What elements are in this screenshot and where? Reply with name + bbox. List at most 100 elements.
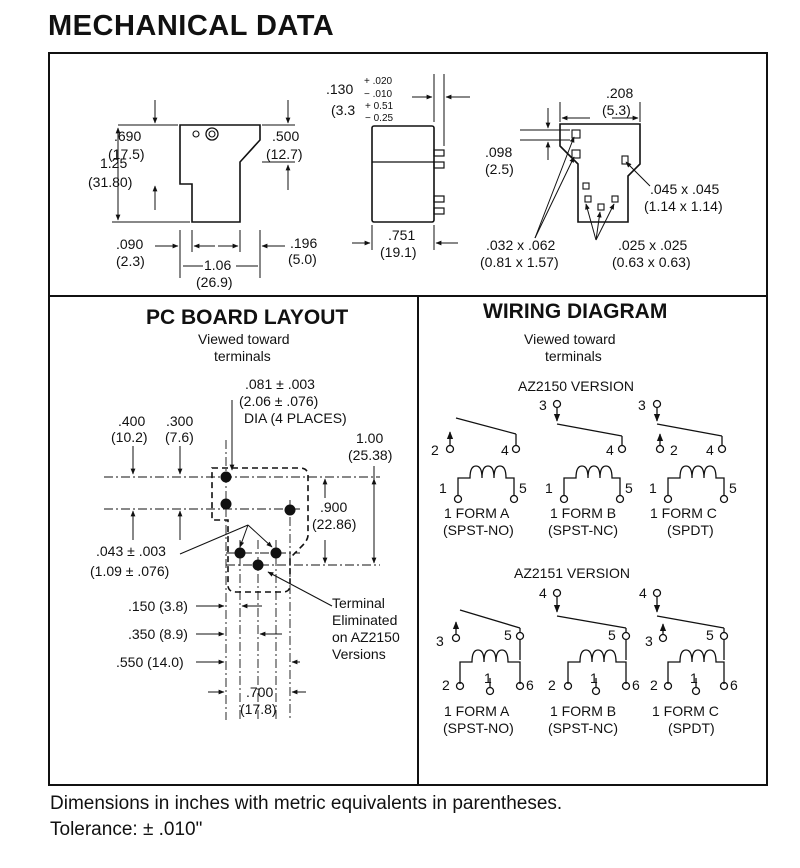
pcb-note-4: Versions — [332, 646, 386, 662]
svg-text:1 FORM C: 1 FORM C — [650, 505, 717, 521]
dim-900-in: .900 — [320, 499, 347, 515]
az2150-label: AZ2150 VERSION — [518, 378, 634, 394]
wiring-viewed-1: Viewed toward — [524, 331, 616, 347]
section-dividers — [48, 295, 768, 786]
dim-032-mm: (0.81 x 1.57) — [480, 254, 559, 270]
svg-text:1: 1 — [690, 670, 698, 686]
svg-text:1: 1 — [484, 670, 492, 686]
footprint-dashed — [211, 467, 309, 593]
footprint-outline — [559, 123, 641, 223]
dim-690-in: .690 — [114, 128, 141, 144]
dim-690-mm: (17.5) — [108, 146, 145, 162]
svg-text:4: 4 — [539, 585, 547, 601]
dim-196-mm: (5.0) — [288, 251, 317, 267]
footer-tolerance-note: Tolerance: ± .010" — [50, 819, 203, 840]
svg-text:1: 1 — [439, 480, 447, 496]
svg-text:1 FORM A: 1 FORM A — [444, 505, 510, 521]
svg-text:(SPDT): (SPDT) — [667, 522, 714, 538]
svg-text:3: 3 — [436, 633, 444, 649]
dim-025-mm: (0.63 x 0.63) — [612, 254, 691, 270]
az2150-form-c — [652, 399, 729, 504]
side-view: .130 + .020 − .010 (3.3 + 0.51 − 0.25 .7… — [326, 74, 470, 260]
dim-300-in: .300 — [166, 413, 193, 429]
svg-text:1 FORM B: 1 FORM B — [550, 703, 616, 719]
wiring-viewed-2: terminals — [545, 348, 602, 364]
footer-dimensions-note: Dimensions in inches with metric equival… — [50, 793, 563, 814]
svg-text:2: 2 — [442, 677, 450, 693]
svg-text:6: 6 — [632, 677, 640, 693]
relay-body — [371, 125, 435, 223]
dim-208-in: .208 — [606, 85, 633, 101]
pcb-viewed-1: Viewed toward — [198, 331, 290, 347]
dim-550: .550 (14.0) — [116, 654, 184, 670]
wiring-title: WIRING DIAGRAM — [483, 300, 667, 323]
az2151-label: AZ2151 VERSION — [514, 565, 630, 581]
svg-text:1: 1 — [590, 670, 598, 686]
dim-350: .350 (8.9) — [128, 626, 188, 642]
svg-text:3: 3 — [638, 397, 646, 413]
dim-045-mm: (1.14 x 1.14) — [644, 198, 723, 214]
dim-130-mm-plus: + 0.51 — [365, 101, 394, 112]
dim-196-in: .196 — [290, 235, 317, 251]
pcb-dia-3: DIA (4 PLACES) — [244, 410, 347, 426]
dim-130-tol-minus: − .010 — [364, 89, 393, 100]
diagram-frame — [48, 52, 768, 786]
svg-text:1 FORM A: 1 FORM A — [444, 703, 510, 719]
dim-400-mm: (10.2) — [111, 429, 148, 445]
svg-text:(SPST-NC): (SPST-NC) — [548, 522, 618, 538]
dim-106-in: 1.06 — [204, 257, 231, 273]
az2151-form-a — [451, 609, 525, 696]
pcb-viewed-2: terminals — [214, 348, 271, 364]
svg-text:3: 3 — [539, 397, 547, 413]
dim-098-mm: (2.5) — [485, 161, 514, 177]
pcb-holes — [220, 471, 296, 571]
dim-300-mm: (7.6) — [165, 429, 194, 445]
dim-400-in: .400 — [118, 413, 145, 429]
bottom-view: .208 (5.3) .098 (2.5) .045 x .045 (1.14 … — [480, 85, 723, 270]
dim-208-mm: (5.3) — [602, 102, 631, 118]
top-view: .690 (17.5) 1.25 (31.80) .500 (12.7) .09… — [88, 100, 317, 290]
pcb-note-3: on AZ2150 — [332, 629, 400, 645]
svg-text:5: 5 — [608, 627, 616, 643]
relay-outline — [179, 124, 261, 223]
dim-100-in: 1.00 — [356, 430, 383, 446]
svg-text:5: 5 — [625, 480, 633, 496]
pcb-dia-1: .081 ± .003 — [245, 376, 315, 392]
dim-700-in: .700 — [246, 684, 273, 700]
wiring-diagram: WIRING DIAGRAM Viewed toward terminals A… — [431, 300, 738, 736]
dim-125-mm: (31.80) — [88, 174, 132, 190]
dim-130-tol-plus: + .020 — [364, 76, 393, 87]
svg-text:4: 4 — [606, 442, 614, 458]
dim-130-mm: (3.3 — [331, 102, 355, 118]
svg-text:4: 4 — [501, 442, 509, 458]
svg-text:5: 5 — [729, 480, 737, 496]
az2151-form-b — [552, 588, 631, 696]
dim-045-in: .045 x .045 — [650, 181, 719, 197]
mount-hole — [205, 127, 219, 141]
az2150-form-a — [445, 417, 521, 504]
dim-125-in: 1.25 — [100, 155, 127, 171]
az2150-form-b — [552, 399, 627, 504]
svg-text:2: 2 — [548, 677, 556, 693]
svg-text:5: 5 — [519, 480, 527, 496]
pcb-note-2: Eliminated — [332, 612, 397, 628]
az2151-form-c — [652, 588, 729, 696]
dim-500-in: .500 — [272, 128, 299, 144]
svg-text:(SPST-NO): (SPST-NO) — [443, 522, 514, 538]
dim-150: .150 (3.8) — [128, 598, 188, 614]
svg-text:2: 2 — [670, 442, 678, 458]
pc-board-layout: PC BOARD LAYOUT Viewed toward terminals … — [90, 306, 400, 720]
dim-043-in: .043 ± .003 — [96, 543, 166, 559]
svg-text:(SPST-NO): (SPST-NO) — [443, 720, 514, 736]
svg-text:1 FORM C: 1 FORM C — [652, 703, 719, 719]
dim-130-mm-minus: − 0.25 — [365, 113, 394, 124]
dim-130-in: .130 — [326, 81, 353, 97]
svg-text:(SPST-NC): (SPST-NC) — [548, 720, 618, 736]
dim-100-mm: (25.38) — [348, 447, 392, 463]
page-title: MECHANICAL DATA — [48, 10, 335, 42]
svg-text:2: 2 — [650, 677, 658, 693]
bottom-pins — [571, 129, 629, 211]
svg-text:1: 1 — [649, 480, 657, 496]
dim-098-in: .098 — [485, 144, 512, 160]
